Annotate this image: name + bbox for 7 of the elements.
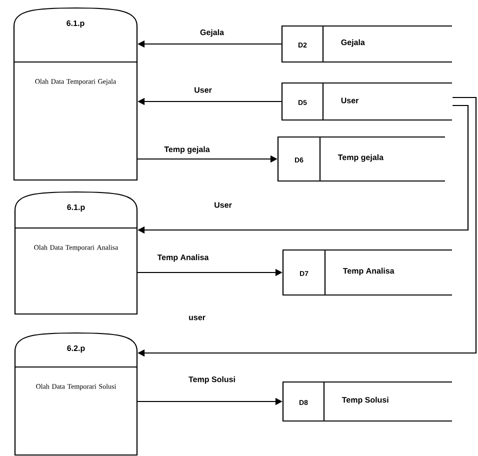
edge-label: user — [189, 316, 206, 320]
edge-label: Temp Analisa — [157, 254, 209, 262]
edge-label: Gejala — [200, 29, 224, 37]
edge-label: Temp Solusi — [188, 376, 235, 384]
edge-label: User — [194, 87, 212, 93]
edge-label: Temp gejala — [164, 146, 210, 154]
edge-label: User — [214, 202, 232, 208]
